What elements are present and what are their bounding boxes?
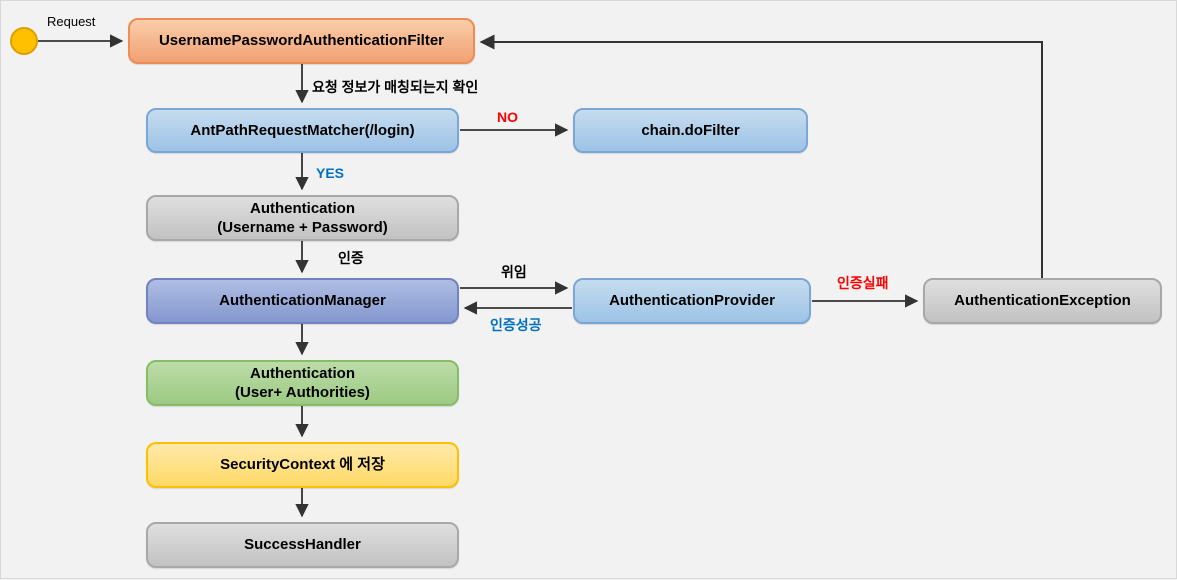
node-label: AuthenticationException: [954, 292, 1131, 310]
edge-label-auth-fail: 인증실패: [837, 275, 889, 291]
start-node-icon: [10, 27, 38, 55]
node-security-context-save: SecurityContext 에 저장: [146, 442, 459, 488]
edge-label-no: NO: [497, 109, 518, 125]
node-label: SecurityContext 에 저장: [220, 456, 385, 474]
request-label: Request: [47, 14, 96, 29]
node-label-line2: (User+ Authorities): [235, 384, 370, 401]
node-success-handler: SuccessHandler: [146, 522, 459, 568]
node-label: AntPathRequestMatcher(/login): [190, 121, 415, 139]
node-label: SuccessHandler: [244, 536, 361, 554]
node-authentication-provider: AuthenticationProvider: [573, 278, 811, 324]
node-chain-do-filter: chain.doFilter: [573, 108, 808, 153]
node-authentication-user-authorities: Authentication (User+ Authorities): [146, 360, 459, 406]
node-authentication-username-password: Authentication (Username + Password): [146, 195, 459, 241]
edge-label-match-check: 요청 정보가 매칭되는지 확인: [312, 79, 479, 95]
node-label: AuthenticationManager: [219, 292, 386, 310]
node-authentication-manager: AuthenticationManager: [146, 278, 459, 324]
edge-label-yes: YES: [316, 165, 345, 181]
node-label: AuthenticationProvider: [609, 292, 775, 310]
node-ant-path-request-matcher: AntPathRequestMatcher(/login): [146, 108, 459, 153]
node-label-line2: (Username + Password): [217, 219, 388, 236]
edge-label-authenticate: 인증: [338, 250, 364, 266]
node-label: chain.doFilter: [641, 121, 740, 139]
node-username-password-authentication-filter: UsernamePasswordAuthenticationFilter: [128, 18, 475, 64]
node-authentication-exception: AuthenticationException: [923, 278, 1162, 324]
edge-label-delegate: 위임: [501, 264, 527, 280]
edge-exception-back-to-filter: [479, 34, 1043, 278]
node-label-line1: Authentication: [250, 199, 355, 217]
edge-label-auth-success: 인증성공: [490, 317, 542, 333]
node-label-line1: Authentication: [250, 364, 355, 382]
node-label: UsernamePasswordAuthenticationFilter: [158, 32, 445, 50]
